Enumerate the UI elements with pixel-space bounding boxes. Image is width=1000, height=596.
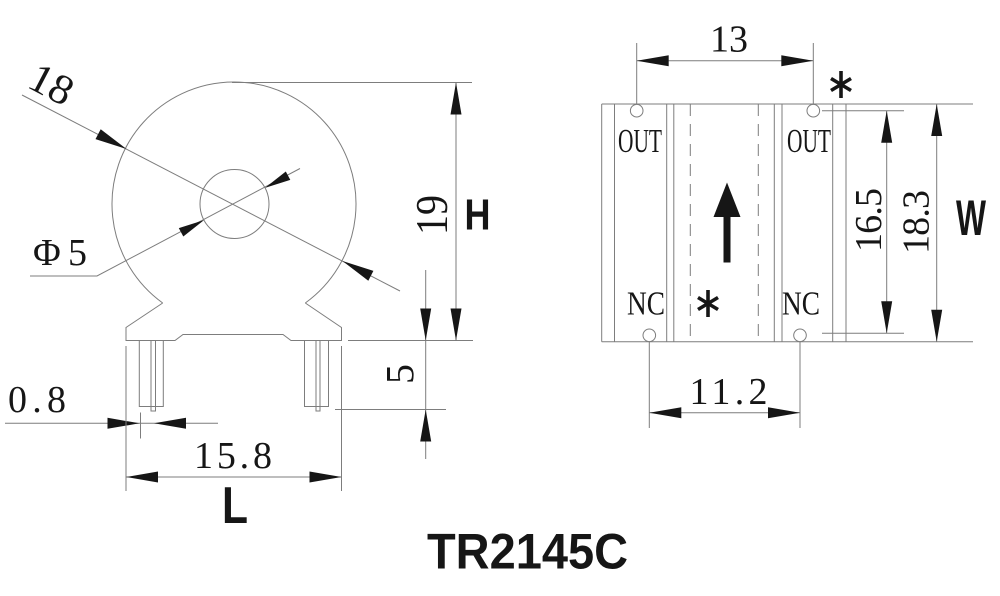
dim-base-width: 15.8 L	[125, 346, 342, 535]
toroid-outer-circle	[111, 81, 357, 304]
arrowhead-icon	[95, 129, 127, 149]
dim-text-outer-diameter: 18	[21, 54, 81, 115]
arrowhead-icon	[420, 409, 432, 442]
dim-text-bottom-pin-pitch: 11.2	[690, 371, 768, 413]
polarity-asterisk-inner-icon	[697, 290, 719, 317]
pin-holes	[629, 43, 821, 428]
pin-circle-nc-left	[642, 328, 657, 343]
current-direction-arrow-icon	[713, 182, 741, 263]
arrowhead-icon	[126, 471, 158, 483]
dim-hole-diameter: Φ5	[30, 168, 301, 277]
dim-text-pin-protrusion: 5	[378, 364, 423, 384]
dim-pin-protrusion: 5	[335, 270, 446, 459]
dim-text-hole-diameter: Φ5	[33, 232, 87, 274]
pin-circle-out-right	[806, 103, 821, 118]
arrowhead-icon	[881, 110, 893, 143]
pin-label-out-left: OUT	[618, 123, 662, 160]
dim-body-width: 18.3 W	[896, 104, 987, 342]
arrowhead-icon	[309, 471, 342, 483]
dim-text-pin-row-span: 16.5	[848, 188, 890, 252]
dim-text-length-symbol: L	[222, 477, 248, 535]
dim-pin-row-span: 16.5	[822, 110, 904, 334]
arrowhead-icon	[649, 407, 682, 419]
dim-line	[21, 94, 401, 292]
arrowhead-icon	[154, 417, 186, 429]
arrowhead-icon	[931, 104, 943, 136]
polarity-asterisk-corner-icon	[830, 71, 852, 98]
arrowhead-icon	[450, 82, 462, 115]
dim-bottom-pin-pitch: 11.2	[649, 371, 800, 419]
base-outline	[125, 302, 342, 341]
arrowhead-icon	[420, 308, 432, 341]
left-pin	[138, 340, 164, 412]
dim-text-base-width: 15.8	[194, 435, 272, 477]
arrowhead-icon	[768, 407, 800, 419]
arrowhead-icon	[931, 309, 943, 342]
arrowhead-icon	[178, 220, 204, 237]
dim-text-width-symbol: W	[956, 190, 987, 246]
dim-pin-thickness: 0.8	[5, 379, 218, 439]
arrowhead-icon	[342, 261, 374, 281]
toroid-inner-hole	[199, 169, 270, 239]
pin-label-nc-left: NC	[627, 286, 665, 323]
dim-text-top-pin-pitch: 13	[710, 19, 748, 61]
arrowhead-icon	[265, 171, 291, 188]
arrowhead-icon	[881, 301, 893, 334]
arrowhead-icon	[107, 417, 140, 429]
dim-line	[30, 168, 301, 277]
dim-top-pin-pitch: 13	[636, 19, 814, 67]
arrowhead-icon	[450, 308, 462, 341]
front-view: 18 Φ5 19 H 5	[5, 54, 491, 535]
part-number-title: TR2145C	[427, 524, 628, 580]
dim-text-pin-thickness: 0.8	[8, 379, 66, 421]
dim-text-body-width: 18.3	[896, 190, 938, 254]
package-inner-lines	[614, 104, 834, 342]
top-view: OUT OUT NC NC 13	[601, 19, 987, 428]
dim-text-height-value: 19	[406, 195, 457, 235]
pin-label-nc-right: NC	[782, 286, 820, 323]
pin-label-out-right: OUT	[787, 123, 831, 160]
right-pin	[304, 340, 329, 412]
arrowhead-icon	[636, 55, 669, 67]
dim-text-height-symbol: H	[465, 191, 491, 240]
arrowhead-icon	[781, 55, 814, 67]
pin-circle-nc-right	[793, 328, 807, 343]
dim-height: 19 H	[232, 82, 491, 341]
pin-circle-out-left	[629, 103, 644, 118]
